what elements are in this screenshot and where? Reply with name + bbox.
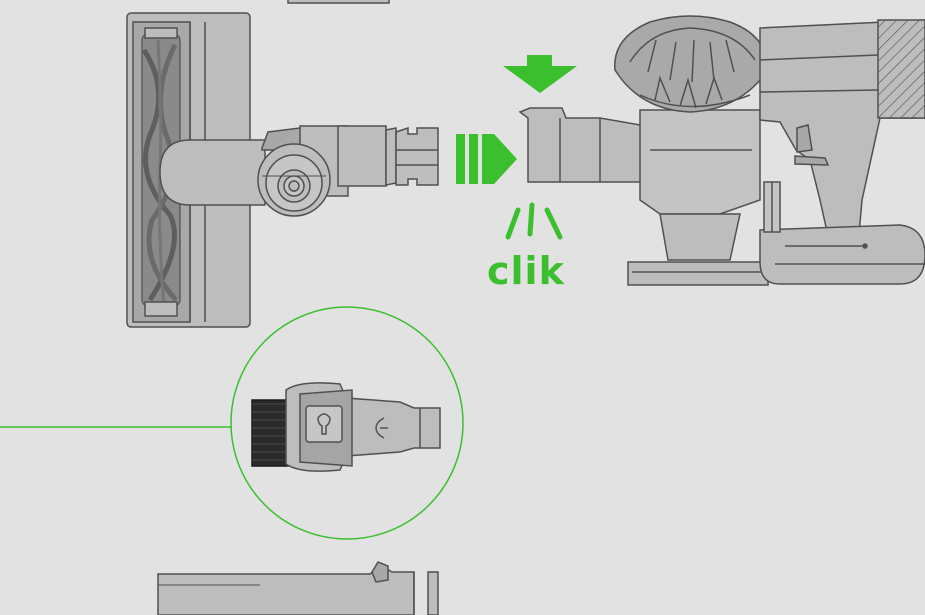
vacuum-handheld [518, 15, 925, 286]
battery-pack [759, 224, 925, 285]
motor-vents [877, 19, 925, 119]
insert-arrow [456, 134, 517, 184]
combination-tool [251, 382, 441, 472]
click-sound-lines [505, 202, 563, 240]
click-sound-text: clik [487, 249, 565, 293]
top-edge-part [287, 0, 390, 4]
cyclone-pack [614, 15, 769, 113]
swivel-joint [257, 143, 331, 217]
callout-circle [230, 306, 464, 540]
floor-head-connector [395, 126, 439, 186]
wand-inlet [518, 107, 651, 183]
crevice-tool [157, 561, 439, 615]
cyclone-shroud [639, 109, 761, 215]
tool-bristles [251, 399, 289, 467]
press-down-arrow [503, 55, 577, 93]
